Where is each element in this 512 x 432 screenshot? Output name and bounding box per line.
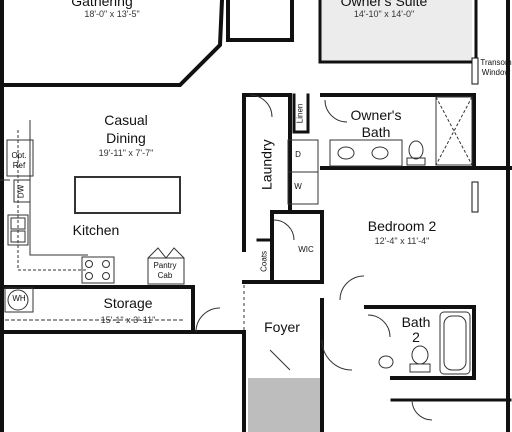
owners-suite-floor <box>320 0 472 62</box>
gathering-label: Gathering <box>71 0 133 9</box>
bath2-label-1: Bath <box>401 314 431 330</box>
pantry-label-1: Pantry <box>153 261 177 270</box>
laundry-label: Laundry <box>258 139 275 190</box>
bedroom2-label: Bedroom 2 <box>367 218 437 234</box>
owners-bath-label-1: Owner's <box>350 107 402 123</box>
bath2-tub <box>439 311 471 375</box>
linen-wall <box>292 93 310 134</box>
sink-basin-1 <box>10 217 26 230</box>
range <box>81 256 115 284</box>
owners-suite-dims: 14'-10" x 14'-0" <box>353 9 415 19</box>
bath2-toilet-tank <box>409 363 431 373</box>
washer-box <box>287 171 319 205</box>
casual-dining-label-1: Casual <box>104 112 148 128</box>
bedroom2-window <box>471 181 479 213</box>
wic-door-swing <box>273 219 295 241</box>
closet-door-swing <box>411 399 433 421</box>
bath2-tub-inner <box>443 315 467 371</box>
casual-dining-label-2: Dining <box>106 130 146 146</box>
burner-2 <box>102 260 110 268</box>
washer-label: W <box>294 182 302 191</box>
burner-4 <box>102 272 110 280</box>
storage-door-swing <box>195 307 221 333</box>
kitchen-cabinet-line <box>17 130 88 271</box>
storage-wall <box>0 285 195 334</box>
sink-basin-2 <box>10 230 26 243</box>
wh-label: WH <box>12 294 26 303</box>
storage-dims: 15'-1" x 3'-11" <box>100 315 156 325</box>
wic-wall <box>270 210 324 284</box>
pantry-label-2: Cab <box>157 271 173 280</box>
closet-wall <box>226 0 294 42</box>
owners-vanity <box>329 139 403 167</box>
linen-label: Linen <box>295 103 305 124</box>
owners-bath-door-swing <box>324 99 348 123</box>
wh-box <box>4 287 34 313</box>
casual-dining-dims: 19'-11" x 7'-7" <box>98 148 154 158</box>
dw-box <box>13 179 31 203</box>
dw-label: DW <box>16 184 26 199</box>
kitchen-sink <box>7 214 29 246</box>
owners-suite-wall <box>318 0 478 64</box>
bath2-label-2: 2 <box>412 329 420 345</box>
vanity-sink-1 <box>337 146 355 160</box>
owners-toilet <box>408 140 424 160</box>
foyer-label: Foyer <box>264 319 300 335</box>
bedroom2-door-swing <box>339 275 365 301</box>
opt-ref-box <box>6 139 34 177</box>
gathering-wall <box>0 0 225 87</box>
bath2-door-swing <box>367 314 391 338</box>
kitchen-island <box>74 176 181 214</box>
coats-label: Coats <box>259 250 269 272</box>
dryer-box <box>287 139 319 173</box>
bedroom2-dims: 12'-4" x 11'-4" <box>374 236 430 246</box>
kitchen-label: Kitchen <box>72 222 120 238</box>
opt-ref-label-1: Opt. <box>11 151 27 160</box>
vanity-sink-2 <box>371 146 389 160</box>
bath2-wall <box>364 305 476 380</box>
shower-diag-2 <box>435 96 473 166</box>
owners-bath-wall <box>320 93 476 170</box>
owners-suite-label: Owner's Suite <box>340 0 428 9</box>
storage-label: Storage <box>103 295 153 311</box>
burner-1 <box>85 260 93 268</box>
transom-label-1: Transom <box>480 58 512 67</box>
bath2-sink <box>378 355 394 369</box>
transom-label-2: Window <box>481 68 511 77</box>
laundry-door-swing <box>249 94 273 118</box>
pantry-doors <box>147 247 185 259</box>
transom-window-marker <box>471 57 479 85</box>
bath2-toilet <box>411 345 429 365</box>
owners-shower <box>435 96 473 166</box>
burner-3 <box>85 272 93 280</box>
water-heater <box>7 289 29 311</box>
owners-toilet-tank <box>406 157 426 166</box>
gathering-dims: 18'-0" x 13'-5" <box>84 9 140 19</box>
kitchen-counter <box>29 120 88 256</box>
wic-label: WIC <box>298 245 314 254</box>
opt-ref-label-2: Ref <box>12 161 26 170</box>
foyer-door-swing <box>269 339 353 371</box>
garage-floor <box>248 378 322 432</box>
dryer-label: D <box>295 150 301 159</box>
shower-diag-1 <box>435 96 473 166</box>
owners-bath-label-2: Bath <box>361 124 391 140</box>
